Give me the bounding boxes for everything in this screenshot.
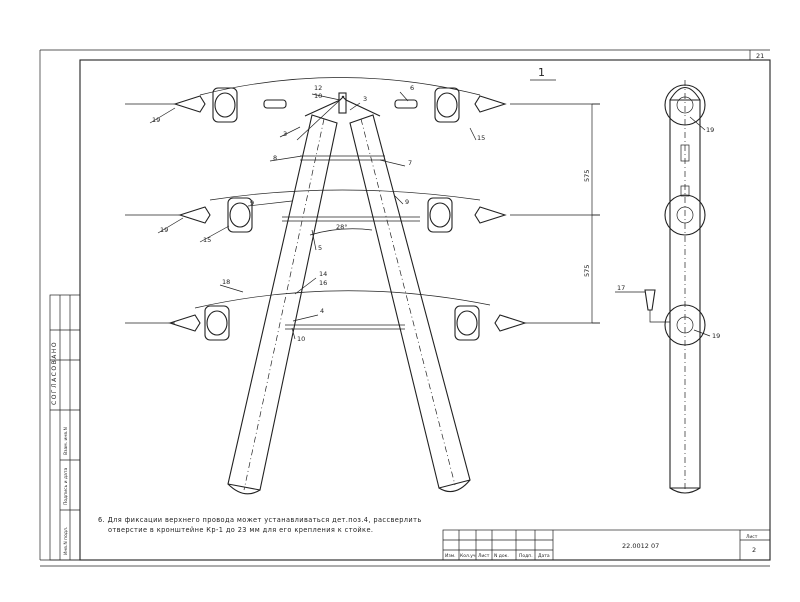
callout-19-side-bottom: 19 [712,332,720,340]
note-line-2: отверстие в кронштейне Кр-1 до 23 мм для… [108,526,373,534]
insulator-mid-left [227,197,253,233]
callout-7: 7 [408,159,412,167]
callout-15-mid: 15 [203,236,211,244]
callout-15-top: 15 [477,134,485,142]
title-block [442,529,771,561]
inv-number-label: Инв.N подл. [63,527,69,555]
callout-3-right: 3 [363,95,367,103]
side-view-pole [644,80,706,494]
left-pole [227,114,338,495]
callout-19-top: 19 [152,116,160,124]
approval-label: СОГЛАСОВАНО [51,341,58,405]
callout-9-left: 9 [250,199,254,207]
callout-leaders [149,91,711,340]
sheet-frame [39,49,771,567]
insulator-top-right [394,87,460,123]
sheet-number: 2 [752,546,756,554]
callout-12: 12 [314,84,322,92]
callout-4: 4 [320,307,324,315]
insulator-mid-right [427,197,453,233]
dimensions [309,103,600,324]
note-line-1: 6. Для фиксации верхнего провода может у… [98,516,422,524]
angle-label: 28° [336,223,348,231]
callout-8: 8 [273,154,277,162]
callout-16: 16 [319,279,327,287]
view-label: 1 [538,66,545,79]
callout-10-bottom: 10 [297,335,305,343]
callout-18: 18 [222,278,230,286]
callout-3-left: 3 [283,130,287,138]
cross-arms [282,155,420,330]
col-ndok: N док. [494,553,509,559]
right-pole [349,114,471,493]
callout-6: 6 [410,84,414,92]
callout-17: 17 [617,284,625,292]
sheet-corner-number: 21 [756,52,764,60]
signature-date-label: Подпись и дата [63,467,69,505]
col-izm: Изм. [445,553,456,559]
doc-number: 22.0012 07 [622,542,659,550]
dampers [168,95,527,332]
col-kol: Кол.уч [460,553,476,559]
dimension-upper: 575 [583,170,591,182]
replace-inv-label: Взам. инв.N [63,427,69,455]
insulator-bot-left [204,305,230,341]
col-list: Лист [478,553,490,559]
col-data: Дата [538,553,550,559]
approval-strip [49,294,81,561]
callout-19-mid: 19 [160,226,168,234]
wires [125,77,600,324]
insulator-top-left [212,87,287,123]
dimension-lower: 575 [583,265,591,277]
callout-9-right: 9 [405,198,409,206]
callout-14: 14 [319,270,327,278]
sheet-header: Лист [746,534,758,540]
callout-5: 5 [318,244,322,252]
insulator-bot-right [454,305,480,341]
callout-19-side-top: 19 [706,126,714,134]
callout-10-top: 10 [314,92,322,100]
col-podp: Подп. [519,553,533,559]
